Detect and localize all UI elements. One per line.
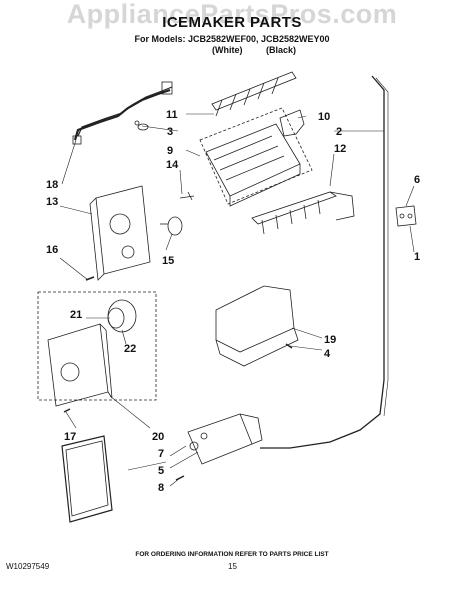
shelf-screw (285, 343, 293, 349)
page-title: ICEMAKER PARTS (162, 14, 302, 31)
color-white-label: (White) (212, 45, 243, 55)
callout-16: 16 (46, 244, 58, 256)
motor-coupling (160, 216, 183, 236)
callout-22: 22 (124, 343, 136, 355)
ejector-blade (211, 71, 297, 117)
callout-8: 8 (158, 482, 164, 494)
callout-5: 5 (158, 465, 164, 477)
callout-14: 14 (166, 159, 179, 171)
front-cover (61, 435, 113, 523)
callout-9: 9 (167, 145, 173, 157)
control-housing (89, 185, 151, 281)
callout-15: 15 (162, 255, 174, 267)
tube-clamp (395, 205, 417, 227)
wire-clip (134, 120, 149, 131)
callout-6: 6 (414, 174, 420, 186)
callout-7: 7 (158, 448, 164, 460)
watermark: AppliancePartsPros.com (66, 0, 398, 29)
callout-21: 21 (70, 309, 82, 321)
water-fill-tube (260, 75, 385, 449)
module-screw (63, 408, 71, 413)
callout-2: 2 (336, 126, 342, 138)
document-id: W10297549 (6, 562, 50, 571)
icemaker-mold (205, 123, 301, 207)
ice-bin-shelf (215, 285, 299, 367)
control-module-outline (37, 291, 157, 401)
stripper (251, 191, 355, 235)
mold-screw (179, 191, 195, 201)
callout-18: 18 (46, 179, 58, 191)
mold-assembly-outline (199, 107, 313, 205)
callout-20: 20 (152, 431, 164, 443)
callout-3: 3 (167, 126, 173, 138)
leader-lines (59, 113, 415, 487)
callout-1: 1 (414, 251, 420, 263)
callout-17: 17 (64, 431, 76, 443)
icemaker-motor (107, 299, 137, 333)
color-black-label: (Black) (266, 45, 297, 55)
callout-11: 11 (166, 109, 178, 121)
callout-19: 19 (324, 334, 336, 346)
ordering-note: FOR ORDERING INFORMATION REFER TO PARTS … (135, 551, 329, 558)
control-module (47, 323, 113, 407)
mounting-bracket (279, 109, 305, 137)
color-variants: (White) (Black) (0, 45, 464, 57)
wire-harness (72, 81, 173, 145)
callout-12: 12 (334, 143, 346, 155)
callout-13: 13 (46, 196, 58, 208)
page-number: 15 (228, 562, 237, 571)
model-list: For Models: JCB2582WEF00, JCB2582WEY00 (134, 34, 330, 44)
callout-10: 10 (318, 111, 330, 123)
water-valve (187, 413, 263, 465)
callout-4: 4 (324, 348, 331, 360)
